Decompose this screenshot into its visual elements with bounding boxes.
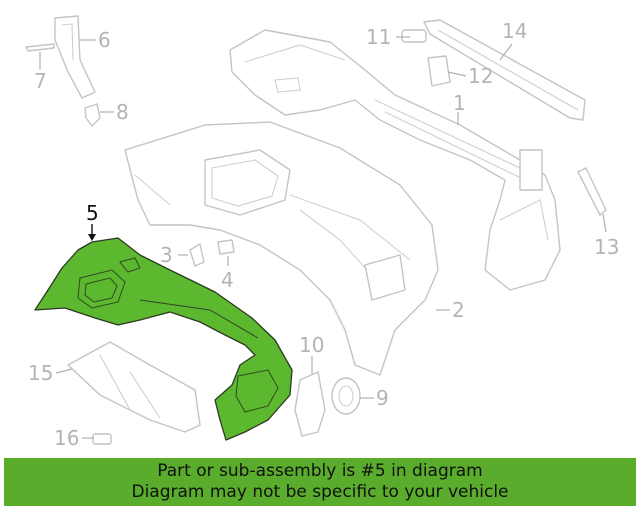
callout-5[interactable]: 5: [86, 201, 99, 225]
callout-7[interactable]: 7: [34, 69, 47, 93]
callout-2[interactable]: 2: [452, 298, 465, 322]
banner-line-1: Part or sub-assembly is #5 in diagram: [157, 461, 483, 481]
part-9-ring-cover[interactable]: [331, 377, 361, 415]
callout-3[interactable]: 3: [160, 243, 173, 267]
callout-13[interactable]: 13: [594, 235, 619, 259]
part-2-bumper-cover[interactable]: [124, 121, 439, 376]
callout-6[interactable]: 6: [98, 28, 111, 52]
part-15-grille-insert[interactable]: [67, 341, 201, 433]
part-6-mounting-bracket[interactable]: [54, 15, 96, 99]
callout-4[interactable]: 4: [221, 268, 234, 292]
part-1-bumper-reinforcement[interactable]: [229, 29, 561, 291]
info-banner: Part or sub-assembly is #5 in diagram Di…: [4, 458, 636, 506]
part-3-clip[interactable]: [189, 243, 205, 267]
callout-15[interactable]: 15: [28, 361, 53, 385]
part-11-clip[interactable]: [401, 29, 427, 43]
part-16-clip[interactable]: [92, 433, 112, 445]
part-7-push-pin[interactable]: [25, 43, 55, 52]
part-10-bracket[interactable]: [294, 371, 326, 437]
callout-10[interactable]: 10: [299, 333, 324, 357]
callout-1[interactable]: 1: [453, 91, 466, 115]
banner-line-2: Diagram may not be specific to your vehi…: [131, 482, 509, 502]
callout-5-arrow: [88, 224, 96, 241]
callout-14[interactable]: 14: [502, 19, 527, 43]
callout-11[interactable]: 11: [366, 25, 391, 49]
leader-lines: [39, 36, 607, 439]
part-12-sensor-bracket[interactable]: [427, 55, 451, 87]
exploded-parts-diagram: 1 2 3 4 5 6 7 8 9 10 11 12 13 14 15 16: [25, 15, 619, 450]
part-8-retainer[interactable]: [84, 103, 101, 127]
callout-16[interactable]: 16: [54, 426, 79, 450]
callout-8[interactable]: 8: [116, 100, 129, 124]
callout-9[interactable]: 9: [376, 386, 389, 410]
part-5-lower-valance-highlighted[interactable]: [34, 237, 293, 441]
callout-labels: 1 2 3 4 5 6 7 8 9 10 11 12 13 14 15 16: [28, 19, 619, 450]
part-13-side-bracket[interactable]: [577, 167, 607, 216]
callout-12[interactable]: 12: [468, 64, 493, 88]
part-14-trim-strip[interactable]: [423, 19, 586, 121]
part-4-fastener[interactable]: [217, 239, 235, 255]
